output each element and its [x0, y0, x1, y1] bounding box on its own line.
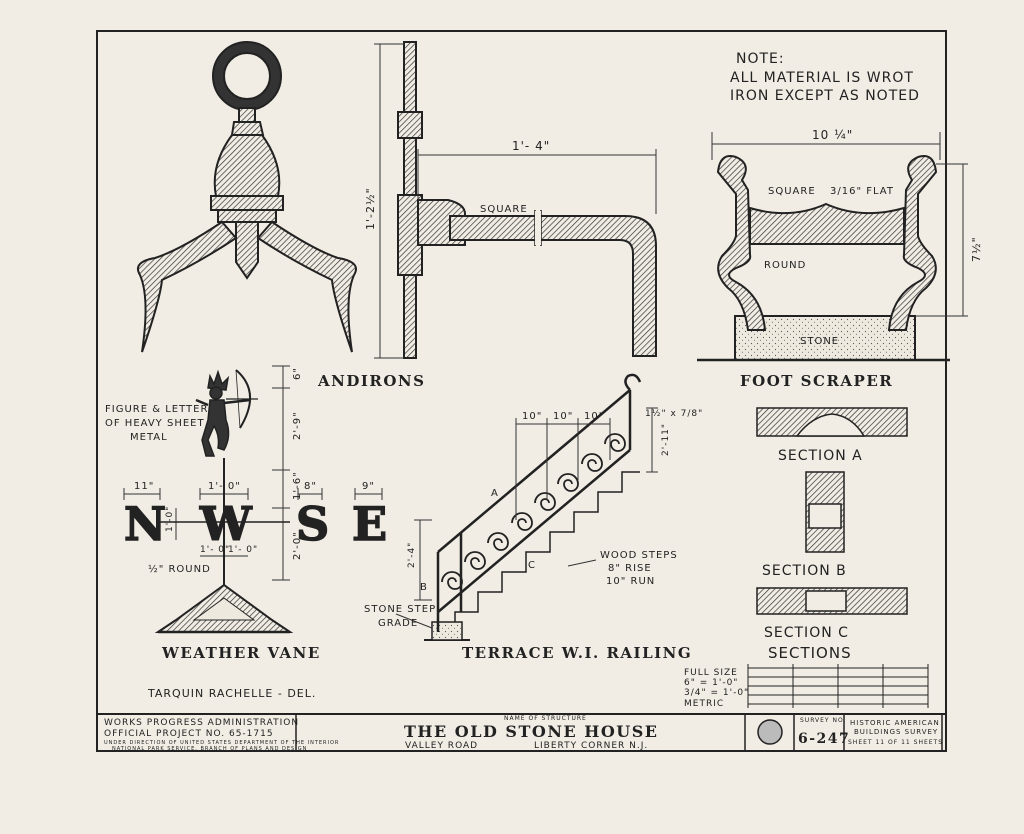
railing-stone-step: STONE STEP	[364, 604, 436, 615]
terrace-railing-label: TERRACE W.I. RAILING	[462, 644, 692, 662]
vane-letter-s: S	[296, 497, 329, 551]
railing-wood-steps-3: 10" RUN	[606, 576, 655, 587]
railing-wood-steps-2: 8" RISE	[608, 563, 652, 574]
foot-scraper-flat-label: 3/16" FLAT	[830, 186, 894, 197]
vane-dim-6: 6"	[292, 367, 303, 380]
archer-figure	[195, 369, 258, 457]
section-a-drawing	[756, 407, 908, 437]
vane-dim-1-0-a: 1'- 0"	[200, 545, 230, 555]
foot-scraper-drawing	[697, 155, 950, 362]
foot-scraper-square-label: SQUARE	[768, 186, 816, 197]
railing-label-c: C	[528, 560, 536, 571]
railing-wood-steps-1: WOOD STEPS	[600, 550, 678, 561]
vane-letter-w: W	[199, 497, 253, 551]
scale-label-3-4in: 3/4" = 1'-0"	[684, 688, 749, 698]
railing-label-b: B	[420, 582, 428, 593]
vane-dim-1-0-side: 1'-0"	[165, 506, 175, 532]
andirons-label: ANDIRONS	[317, 372, 425, 390]
andiron-square-label: SQUARE	[480, 204, 528, 215]
railing-grade: GRADE	[378, 618, 418, 629]
vane-note-line-2: OF HEAVY SHEET	[105, 418, 205, 429]
foot-scraper-label: FOOT SCRAPER	[740, 372, 893, 390]
vane-round-label: ½" ROUND	[148, 563, 211, 575]
habs-line-1: HISTORIC AMERICAN	[850, 719, 940, 727]
vane-letters: N W S E	[123, 496, 388, 552]
wpa-line-2: OFFICIAL PROJECT NO. 65-1715	[104, 729, 274, 739]
vane-dim-1-0-b: 1'- 0"	[228, 545, 258, 555]
andiron-side-view	[397, 41, 657, 359]
vane-dim-9: 9"	[362, 481, 375, 492]
section-a-label: SECTION A	[778, 448, 863, 464]
foot-scraper-stone-label: STONE	[800, 336, 839, 347]
structure-name: THE OLD STONE HOUSE	[404, 722, 658, 741]
scale-label-6in: 6" = 1'-0"	[684, 678, 738, 688]
foot-scraper-height-dim: 7½"	[970, 236, 983, 262]
note-line-2: ALL MATERIAL IS WROT	[730, 70, 914, 86]
vane-dim-1-6: 1'-6"	[292, 471, 303, 500]
vane-letter-e: E	[352, 497, 387, 551]
railing-drawing	[436, 373, 642, 632]
name-of-structure-caption: NAME OF STRUCTURE	[504, 715, 587, 722]
location-road: VALLEY ROAD	[405, 741, 478, 751]
survey-number-caption: SURVEY NO.	[800, 717, 846, 724]
note-line-3: IRON EXCEPT AS NOTED	[730, 88, 920, 104]
vane-dim-2-0: 2'-0"	[292, 531, 303, 560]
vane-rod	[160, 458, 290, 598]
title-block-frame	[96, 713, 947, 752]
note-line-1: NOTE:	[736, 51, 785, 67]
weather-vane-label: WEATHER VANE	[161, 644, 321, 662]
section-c-drawing	[756, 587, 908, 615]
vane-letter-n: N	[124, 497, 166, 551]
andiron-dimensions	[374, 43, 657, 359]
railing-dim-2-11: 2'-11"	[661, 423, 671, 456]
delineator-credit: TARQUIN RACHELLE - DEL.	[147, 687, 316, 700]
foot-scraper-round-label: ROUND	[764, 260, 806, 271]
railing-dim-10-c: 10"	[584, 411, 604, 422]
location-town: LIBERTY CORNER N.J.	[534, 741, 648, 751]
section-b-label: SECTION B	[762, 563, 847, 579]
railing-bar-dim: 1½" x 7/8"	[645, 409, 703, 419]
railing-dim-2-4: 2'-4"	[407, 542, 417, 568]
vane-note-line-1: FIGURE & LETTERS	[105, 404, 216, 415]
section-c-label: SECTION C	[764, 625, 849, 641]
direction-line-2: NATIONAL PARK SERVICE, BRANCH OF PLANS A…	[112, 746, 307, 752]
foot-scraper-width-dim: 10 ¼"	[812, 128, 853, 142]
section-b-drawing	[805, 471, 845, 553]
vane-dimensions	[123, 365, 383, 581]
andiron-front-view	[136, 41, 357, 353]
scale-bars	[747, 664, 929, 708]
vane-roof	[154, 583, 294, 634]
sections-title: SECTIONS	[768, 644, 852, 662]
railing-dimensions	[395, 407, 658, 629]
scale-label-metric: METRIC	[684, 699, 724, 709]
railing-label-a: A	[491, 488, 499, 499]
railing-steps	[424, 471, 640, 641]
andiron-height-dim: 1'-2½"	[364, 187, 377, 230]
sheet-number: SHEET 11 OF 11 SHEETS	[848, 739, 943, 746]
habs-line-2: BUILDINGS SURVEY	[854, 728, 938, 736]
railing-dim-10-b: 10"	[553, 411, 573, 422]
railing-dim-10-a: 10"	[522, 411, 542, 422]
survey-number: 6-247	[798, 731, 850, 747]
railing-scrolls	[441, 433, 626, 590]
vane-dim-8: 8"	[304, 481, 317, 492]
andiron-width-dim: 1'- 4"	[512, 139, 550, 153]
direction-line-1: UNDER DIRECTION OF UNITED STATES DEPARTM…	[104, 740, 339, 746]
vane-dim-11: 11"	[134, 481, 154, 492]
scale-label-full-size: FULL SIZE	[684, 668, 738, 678]
vane-dim-2-9: 2'-9"	[292, 411, 303, 440]
foot-scraper-dimensions	[711, 132, 968, 317]
wpa-line-1: WORKS PROGRESS ADMINISTRATION	[104, 718, 299, 728]
vane-note-line-3: METAL	[130, 432, 168, 443]
